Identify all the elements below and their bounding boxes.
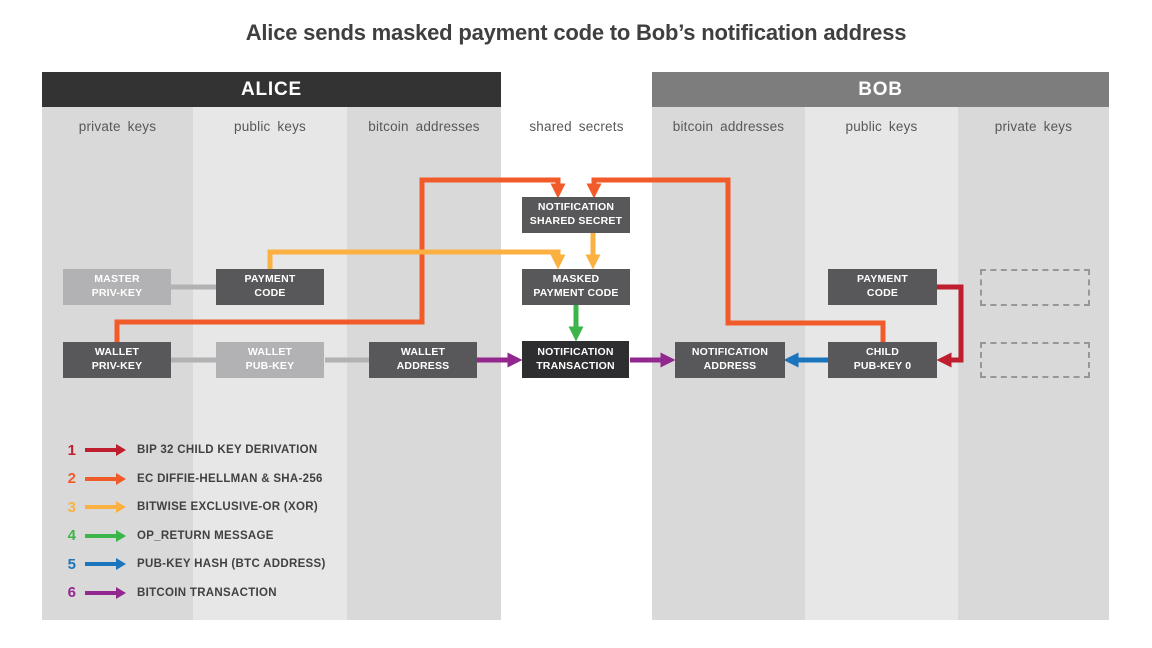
box-notification-shared-secret: NOTIFICATION SHARED SECRET — [522, 197, 630, 233]
legend-step-number: 3 — [67, 498, 76, 516]
column-label: bitcoin addresses — [368, 119, 480, 134]
legend-label: OP_RETURN MESSAGE — [137, 529, 274, 542]
box-wallet-pub-key: WALLET PUB-KEY — [216, 342, 324, 378]
legend-arrow-icon — [85, 529, 126, 542]
legend-item-bitcoin-transaction: 6 BITCOIN TRANSACTION — [58, 584, 326, 602]
legend-step-number: 1 — [67, 441, 76, 459]
legend-label: BITCOIN TRANSACTION — [137, 586, 277, 599]
box-payment-code-bob: PAYMENT CODE — [828, 269, 937, 305]
bob-column-private-keys: private keys — [958, 107, 1109, 620]
legend: 1 BIP 32 CHILD KEY DERIVATION 2 EC DIFFI… — [58, 441, 326, 613]
box-bob-private-key-placeholder-1 — [980, 269, 1090, 306]
box-masked-payment-code: MASKED PAYMENT CODE — [522, 269, 630, 305]
bob-panel-header: BOB — [652, 72, 1109, 107]
box-notification-transaction: NOTIFICATION TRANSACTION — [522, 341, 629, 378]
legend-label: PUB-KEY HASH (BTC ADDRESS) — [137, 558, 326, 571]
box-wallet-priv-key: WALLET PRIV-KEY — [63, 342, 171, 378]
legend-arrow-icon — [85, 586, 126, 599]
legend-label: BIP 32 CHILD KEY DERIVATION — [137, 444, 318, 456]
box-master-priv-key: MASTER PRIV-KEY — [63, 269, 171, 305]
legend-arrow-icon — [85, 501, 126, 514]
column-label: bitcoin addresses — [672, 119, 785, 134]
column-label: private keys — [78, 119, 157, 134]
legend-item-bip32-child-key-derivation: 1 BIP 32 CHILD KEY DERIVATION — [58, 441, 326, 459]
box-notification-address: NOTIFICATION ADDRESS — [675, 342, 785, 378]
box-bob-private-key-placeholder-2 — [980, 342, 1090, 378]
legend-item-op-return: 4 OP_RETURN MESSAGE — [58, 527, 326, 545]
legend-arrow-icon — [85, 472, 126, 485]
box-wallet-address: WALLET ADDRESS — [369, 342, 477, 378]
legend-step-number: 2 — [67, 470, 76, 488]
legend-item-bitwise-xor: 3 BITWISE EXCLUSIVE-OR (XOR) — [58, 498, 326, 516]
box-child-pub-key-0: CHILD PUB-KEY 0 — [828, 342, 937, 378]
legend-step-number: 5 — [67, 555, 76, 573]
diagram-title: Alice sends masked payment code to Bob’s… — [245, 20, 907, 45]
legend-label: EC DIFFIE-HELLMAN & SHA-256 — [137, 472, 323, 485]
alice-panel-header: ALICE — [42, 72, 501, 107]
legend-item-pubkey-hash: 5 PUB-KEY HASH (BTC ADDRESS) — [58, 555, 326, 573]
legend-arrow-icon — [85, 444, 126, 456]
legend-arrow-icon — [85, 558, 126, 571]
box-payment-code-alice: PAYMENT CODE — [216, 269, 324, 305]
shared-secrets-column-label: shared secrets — [529, 119, 624, 134]
legend-label: BITWISE EXCLUSIVE-OR (XOR) — [137, 501, 318, 514]
legend-step-number: 4 — [67, 527, 76, 545]
column-label: public keys — [845, 119, 918, 134]
legend-item-ec-diffie-hellman: 2 EC DIFFIE-HELLMAN & SHA-256 — [58, 470, 326, 488]
legend-step-number: 6 — [67, 584, 76, 602]
column-label: private keys — [994, 119, 1073, 134]
column-label: public keys — [234, 119, 306, 134]
